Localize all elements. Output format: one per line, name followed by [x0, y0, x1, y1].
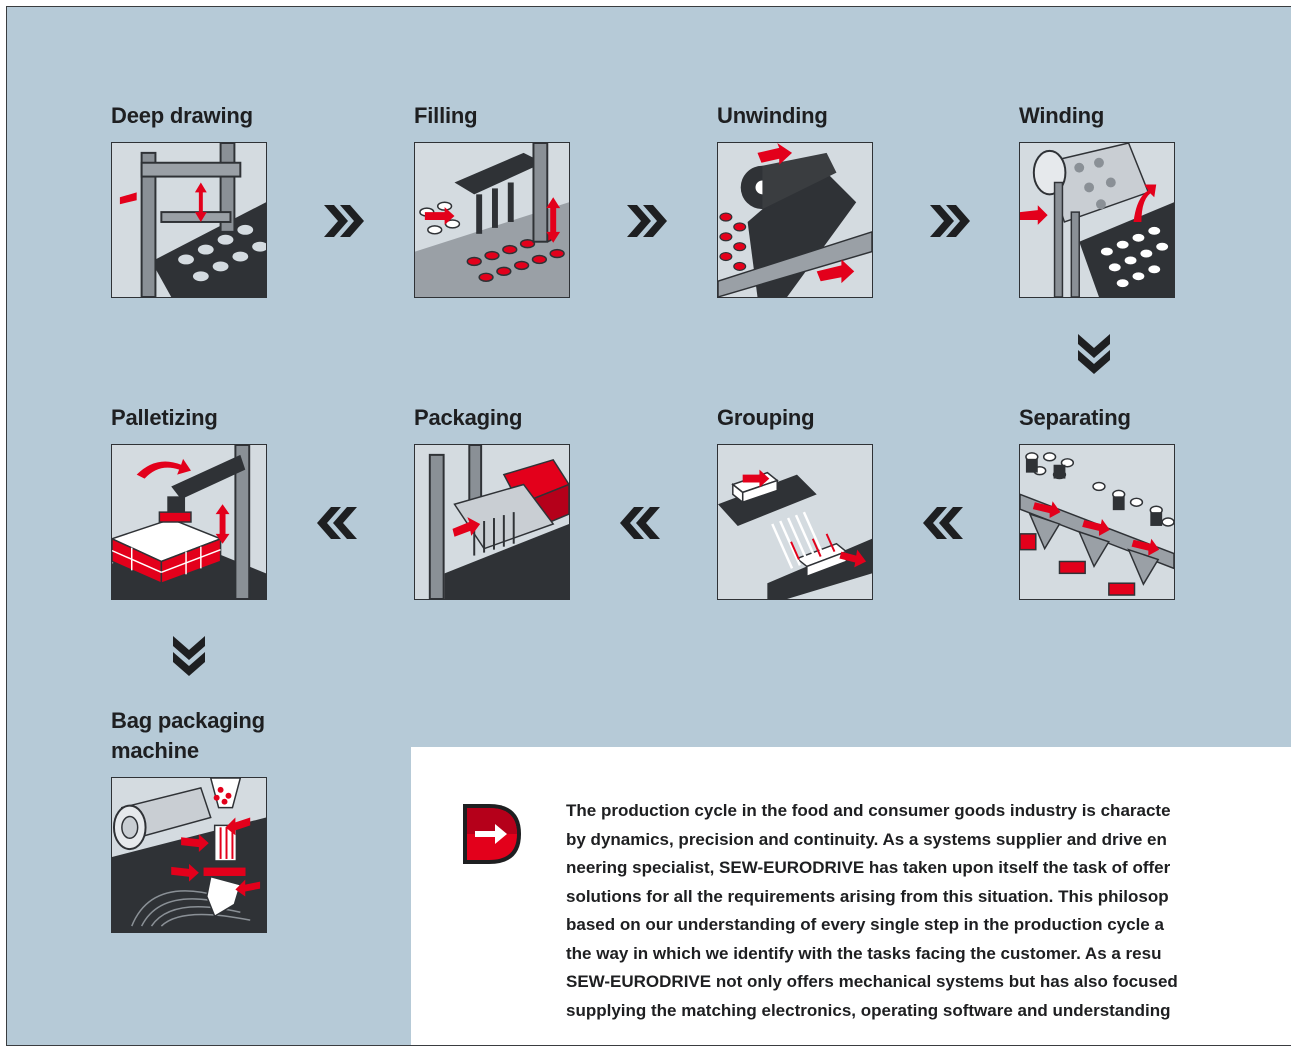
step-grouping: Grouping: [717, 399, 897, 433]
step-label: Deep drawing: [111, 103, 253, 128]
deep-drawing-illustration: [111, 142, 267, 298]
separating-illustration: [1019, 444, 1175, 600]
chevron-right-icon: [625, 203, 669, 239]
step-packaging: Packaging: [414, 399, 594, 433]
arrow-right-icon: [461, 802, 523, 866]
chevron-right-icon: [322, 203, 366, 239]
description-line: supplying the matching electronics, oper…: [566, 1000, 1171, 1020]
chevron-left-icon: [315, 505, 359, 541]
grouping-illustration: [717, 444, 873, 600]
step-label: Unwinding: [717, 103, 828, 128]
packaging-illustration: [414, 444, 570, 600]
chevron-down-icon: [171, 634, 207, 678]
chevron-left-icon: [921, 505, 965, 541]
step-label: Packaging: [414, 405, 523, 430]
step-label: Bag packaging machine: [111, 706, 265, 766]
step-label: Separating: [1019, 405, 1131, 430]
description-line: The production cycle in the food and con…: [566, 801, 1171, 820]
bag-packaging-illustration: [111, 777, 267, 933]
unwinding-illustration: [717, 142, 873, 298]
description-line: by dynamics, precision and continuity. A…: [566, 829, 1167, 849]
step-label: Grouping: [717, 405, 815, 430]
step-bag-packaging: Bag packaging machine: [111, 704, 291, 766]
chevron-left-icon: [618, 505, 662, 541]
step-label-line1: Bag packaging: [111, 708, 265, 733]
description-text: The production cycle in the food and con…: [566, 797, 1291, 1025]
winding-illustration: [1019, 142, 1175, 298]
chevron-right-icon: [928, 203, 972, 239]
step-label: Winding: [1019, 103, 1105, 128]
step-winding: Winding: [1019, 97, 1199, 131]
step-filling: Filling: [414, 97, 594, 131]
step-separating: Separating: [1019, 399, 1199, 433]
description-panel: The production cycle in the food and con…: [411, 747, 1291, 1045]
process-diagram: Deep drawing Filling: [6, 6, 1291, 1046]
step-palletizing: Palletizing: [111, 399, 291, 433]
step-deep-drawing: Deep drawing: [111, 97, 291, 131]
palletizing-illustration: [111, 444, 267, 600]
description-line: neering specialist, SEW-EURODRIVE has ta…: [566, 858, 1171, 877]
step-label: Palletizing: [111, 405, 218, 430]
filling-illustration: [414, 142, 570, 298]
description-line: solutions for all the requirements arisi…: [566, 886, 1169, 906]
step-label: Filling: [414, 103, 478, 128]
description-line: the way in which we identify with the ta…: [566, 943, 1162, 963]
description-line: SEW-EURODRIVE not only offers mechanical…: [566, 972, 1178, 991]
description-line: based on our understanding of every sing…: [566, 915, 1164, 934]
step-label-line2: machine: [111, 738, 199, 763]
step-unwinding: Unwinding: [717, 97, 897, 131]
chevron-down-icon: [1076, 332, 1112, 376]
